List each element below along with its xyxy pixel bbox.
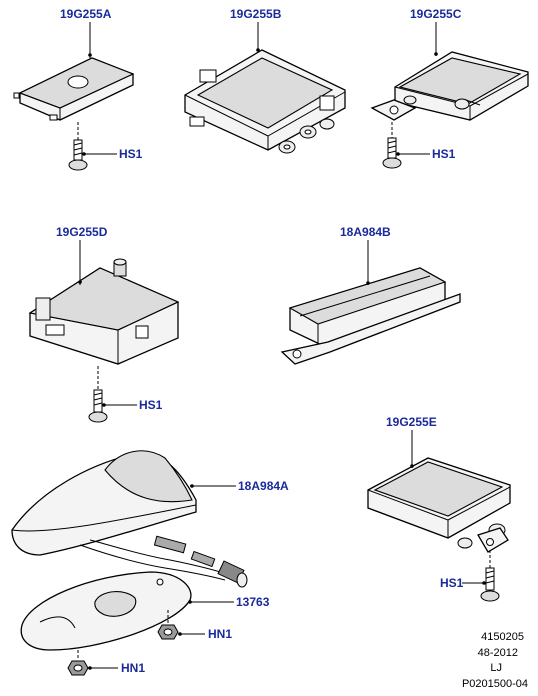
screw-hs1-d (88, 366, 137, 423)
hn1-label-lower: HN1 (121, 661, 145, 675)
module-19g255e (367, 457, 511, 553)
antenna-18a984a (11, 450, 248, 588)
module-19g255c (370, 51, 529, 121)
part-label-18a984a: 18A984A (238, 479, 289, 493)
footer-drawing-id: P0201500-04 (462, 678, 528, 690)
leader-13763 (188, 600, 234, 604)
part-label-19g255d: 19G255D (56, 225, 108, 239)
footer-date-code: 48-2012 (478, 647, 518, 659)
hs1-label-e: HS1 (440, 576, 464, 590)
module-19g255a (13, 57, 135, 121)
hs1-label-a: HS1 (119, 147, 143, 161)
part-label-19g255a: 19G255A (60, 7, 112, 21)
leader-19g255c (434, 22, 438, 56)
part-label-18a984b: 18A984B (340, 225, 391, 239)
leader-19g255e (410, 430, 414, 468)
gasket-13763 (20, 571, 192, 651)
screw-hs1-e (462, 550, 500, 602)
bracket-18a984b (280, 267, 461, 365)
footer-initials: LJ (490, 662, 502, 674)
nut-hn1-lower (67, 650, 118, 676)
screw-hs1-c (382, 122, 430, 169)
footer-ref-number: 4150205 (481, 631, 524, 643)
nut-hn1-upper (157, 610, 205, 640)
screw-hs1-a (68, 122, 117, 171)
module-19g255d (28, 258, 180, 365)
part-label-19g255e: 19G255E (386, 415, 437, 429)
module-19g255b (184, 49, 346, 154)
hs1-label-c: HS1 (432, 147, 456, 161)
leader-18a984b (366, 240, 370, 285)
part-label-19g255c: 19G255C (410, 7, 462, 21)
leader-19g255a (88, 22, 92, 58)
leader-19g255b (256, 22, 260, 52)
part-label-13763: 13763 (236, 595, 270, 609)
part-label-19g255b: 19G255B (230, 7, 282, 21)
hn1-label-upper: HN1 (208, 627, 232, 641)
hs1-label-d: HS1 (139, 398, 163, 412)
leader-18a984a (190, 484, 236, 488)
leader-19g255d (78, 240, 82, 285)
